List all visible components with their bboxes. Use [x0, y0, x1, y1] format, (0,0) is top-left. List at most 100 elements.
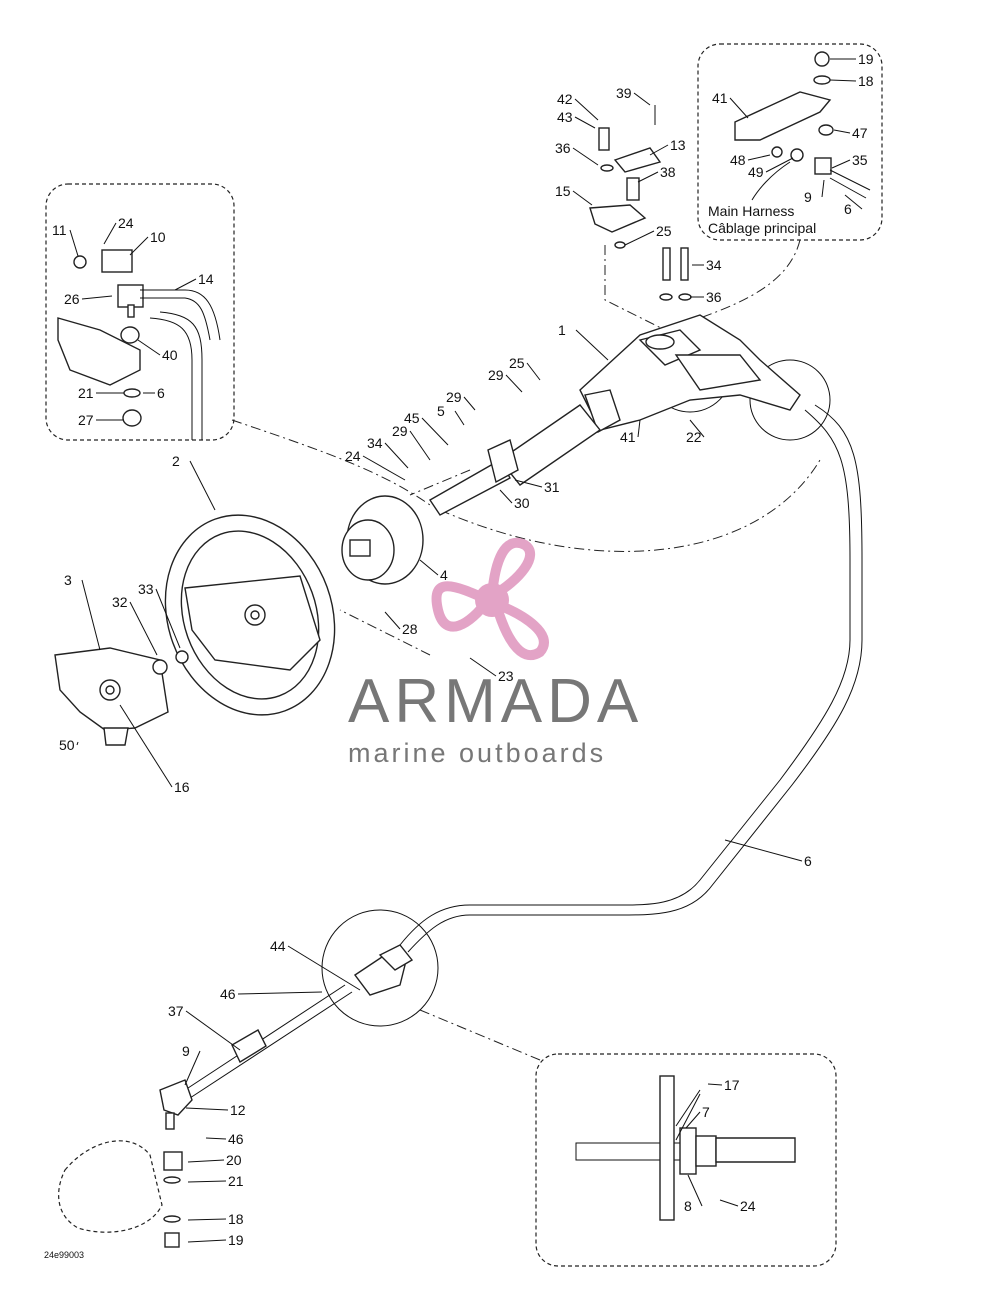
- part-number-label: 20: [226, 1152, 242, 1168]
- inset-harness-box: [697, 43, 883, 241]
- leader-line: [421, 417, 449, 446]
- inset-right-parts: [734, 51, 871, 201]
- leader-line: [637, 171, 659, 183]
- part-number-label: 14: [198, 271, 214, 287]
- part-number-label: 7: [702, 1104, 710, 1120]
- part-number-label: 6: [844, 201, 852, 217]
- part-number-label: 34: [367, 435, 383, 451]
- leader-line: [685, 1111, 701, 1129]
- part-number-label: 27: [78, 412, 94, 428]
- part-number-label: 18: [228, 1211, 244, 1227]
- part-number-label: 35: [852, 152, 868, 168]
- brand-name: ARMADA: [348, 667, 643, 736]
- part-number-label: 29: [446, 389, 462, 405]
- part-number-label: 30: [514, 495, 530, 511]
- part-number-label: 43: [557, 109, 573, 125]
- leader-line: [575, 329, 609, 361]
- brand-logo: ARMADA marine outboards: [348, 538, 643, 768]
- part-number-label: 4: [440, 567, 448, 583]
- part-number-label: 36: [706, 289, 722, 305]
- propeller-blade: [486, 538, 536, 606]
- part-number-label: 15: [555, 183, 571, 199]
- part-number-label: 46: [220, 986, 236, 1002]
- label-leaders: [69, 58, 863, 1243]
- leader-line: [409, 430, 431, 461]
- part-number-label: 2: [172, 453, 180, 469]
- leader-line: [719, 1199, 739, 1207]
- hub: [341, 495, 424, 585]
- leader-line: [119, 704, 173, 788]
- leader-line: [419, 559, 439, 576]
- part-number-label: 24: [740, 1198, 756, 1214]
- part-number-label: 1: [558, 322, 566, 338]
- part-number-label: 42: [557, 91, 573, 107]
- leader-line: [454, 410, 465, 426]
- part-number-label: 22: [686, 429, 702, 445]
- part-number-label: 37: [168, 1003, 184, 1019]
- leader-line: [137, 339, 161, 356]
- leader-line: [707, 1083, 723, 1086]
- leader-lines: [231, 239, 821, 1061]
- leader-line: [187, 1159, 225, 1163]
- part-number-label: 45: [404, 410, 420, 426]
- leader-line: [103, 222, 117, 245]
- part-number-label: 19: [858, 51, 874, 67]
- part-number-label: 36: [555, 140, 571, 156]
- part-number-label: 21: [78, 385, 94, 401]
- part-number-label: 18: [858, 73, 874, 89]
- part-number-label: 32: [112, 594, 128, 610]
- leader-line: [362, 455, 406, 481]
- leader-line: [572, 147, 599, 166]
- part-number-label: 3: [64, 572, 72, 588]
- part-number-label: 31: [544, 479, 560, 495]
- leader-line: [687, 1174, 703, 1207]
- steering-wheel: [164, 514, 336, 716]
- part-number-label: 21: [228, 1173, 244, 1189]
- part-number-label: 24: [118, 215, 134, 231]
- leader-line: [184, 1050, 201, 1086]
- part-number-label: 9: [182, 1043, 190, 1059]
- detail-circle-nut: [321, 909, 439, 1027]
- leader-line: [821, 179, 825, 198]
- part-number-label: 29: [392, 423, 408, 439]
- part-number-label: 10: [150, 229, 166, 245]
- brand-tagline: marine outboards: [348, 738, 606, 768]
- leader-line: [155, 588, 181, 649]
- part-number-label: 48: [730, 152, 746, 168]
- part-number-label: 12: [230, 1102, 246, 1118]
- leader-line: [187, 1218, 227, 1221]
- part-number-label: 26: [64, 291, 80, 307]
- part-number-label: 29: [488, 367, 504, 383]
- leader-line: [81, 579, 101, 651]
- part-number-label: 50: [59, 737, 75, 753]
- center-cover: [54, 647, 189, 746]
- leader-line: [189, 460, 216, 511]
- part-number-label: 33: [138, 581, 154, 597]
- part-number-label: 46: [228, 1131, 244, 1147]
- part-number-label: 16: [174, 779, 190, 795]
- part-number-label: 5: [437, 403, 445, 419]
- leader-line: [624, 230, 655, 246]
- part-number-label: 6: [804, 853, 812, 869]
- mount-plate: [589, 105, 692, 301]
- leader-line: [499, 489, 513, 504]
- part-number-label: 24: [345, 448, 361, 464]
- leader-line: [463, 396, 476, 411]
- part-number-label: 34: [706, 257, 722, 273]
- leader-line: [187, 1239, 227, 1243]
- part-number-label: 25: [656, 223, 672, 239]
- leader-line: [689, 419, 705, 438]
- part-number-label: 41: [712, 90, 728, 106]
- leader-line: [649, 144, 669, 156]
- part-number-label: 11: [52, 222, 67, 238]
- leader-line: [729, 97, 749, 119]
- leader-line: [384, 611, 401, 630]
- part-number-label: 25: [509, 355, 525, 371]
- part-number-label: 40: [162, 347, 178, 363]
- part-number-label: 9: [804, 189, 812, 205]
- engine-linkage: [58, 1079, 193, 1248]
- leader-line: [129, 236, 149, 256]
- leader-line: [633, 92, 651, 106]
- part-number-label: 6: [157, 385, 165, 401]
